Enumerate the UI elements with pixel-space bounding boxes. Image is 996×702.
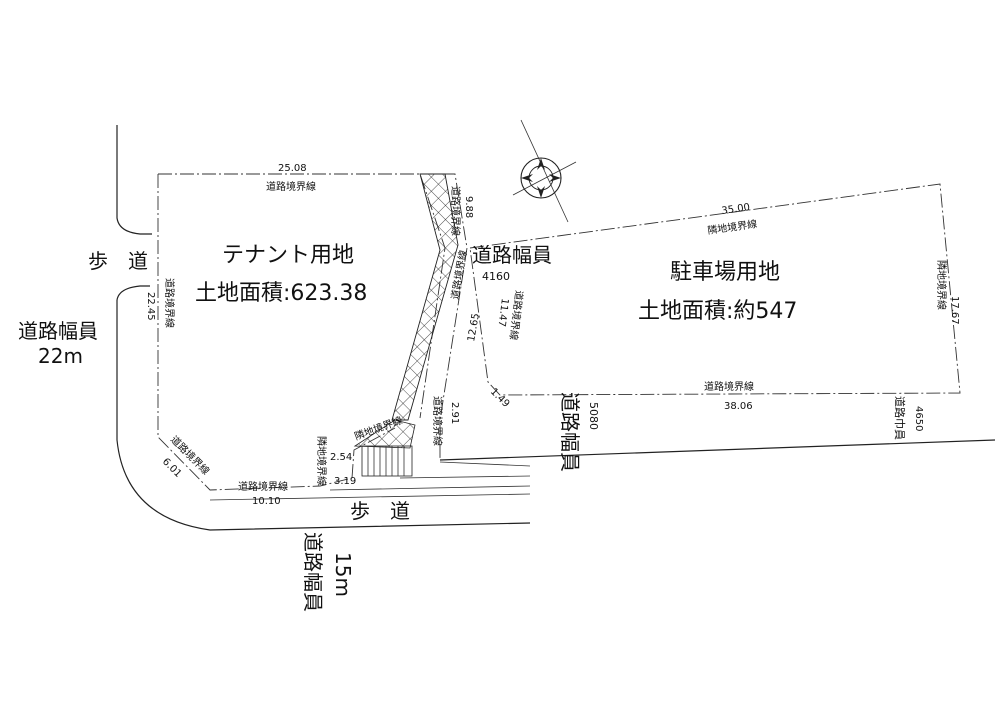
dim-east-diag: 12.65	[466, 312, 482, 342]
dim-short-east: 2.91	[449, 402, 460, 424]
dim-west: 22.45	[145, 292, 156, 321]
dim-south-step: 3.19	[334, 476, 356, 487]
tenant-name: テナント用地	[222, 243, 354, 268]
gate-stripes	[361, 445, 413, 477]
east-road-width-label: 道路幅員	[558, 392, 582, 472]
parking-site-boundary	[469, 183, 961, 396]
dim-south-step2: 2.54	[330, 452, 352, 463]
boundary-parking-top: 隣地境界線	[707, 217, 758, 237]
dim-parking-bottom: 38.06	[724, 401, 753, 412]
west-road-width-value: 22m	[38, 344, 83, 368]
dim-south: 10.10	[252, 496, 281, 507]
north-compass-icon	[512, 119, 577, 223]
dim-parking-top: 35.00	[721, 202, 751, 217]
parking-name: 駐車場用地	[670, 260, 780, 285]
far-east-road-width-value: 4650	[913, 406, 924, 431]
dim-top: 25.08	[278, 163, 307, 174]
boundary-short-east: 道路境界線	[431, 396, 444, 446]
mid-road-width-value: 4160	[482, 270, 510, 283]
west-sidewalk-label: 歩 道	[88, 249, 148, 273]
boundary-parking-bottom: 道路境界線	[704, 380, 754, 393]
hatched-strip	[391, 173, 459, 421]
west-road-width-label: 道路幅員	[18, 319, 98, 343]
south-sidewalk-label: 歩 道	[350, 499, 410, 523]
dim-parking-east: 17.67	[949, 296, 960, 325]
east-road-width-value: 5080	[587, 402, 600, 430]
road-edges	[116, 125, 996, 531]
parking-area: 土地面積:約547	[638, 299, 797, 324]
dim-east-upper: 9.88	[463, 196, 474, 218]
dim-mid: 11.47	[496, 298, 510, 328]
mid-road-width-label: 道路幅員	[472, 243, 552, 267]
boundary-south-step: 隣地境界線	[315, 436, 328, 486]
boundary-south: 道路境界線	[238, 480, 288, 493]
tenant-area: 土地面積:623.38	[195, 281, 367, 306]
boundary-parking-east: 隣地境界線	[935, 260, 948, 310]
boundary-top: 道路境界線	[266, 180, 316, 193]
south-road-width-label: 道路幅員	[301, 532, 325, 612]
boundary-east-upper: 道路境界線	[449, 186, 462, 236]
far-east-road-width-label: 道路巾員	[893, 396, 907, 440]
boundary-west: 道路境界線	[163, 278, 176, 328]
south-road-width-value: 15m	[331, 552, 355, 597]
boundary-mid: 道路境界線	[507, 290, 526, 341]
dim-mid-small: 1.49	[488, 386, 512, 410]
